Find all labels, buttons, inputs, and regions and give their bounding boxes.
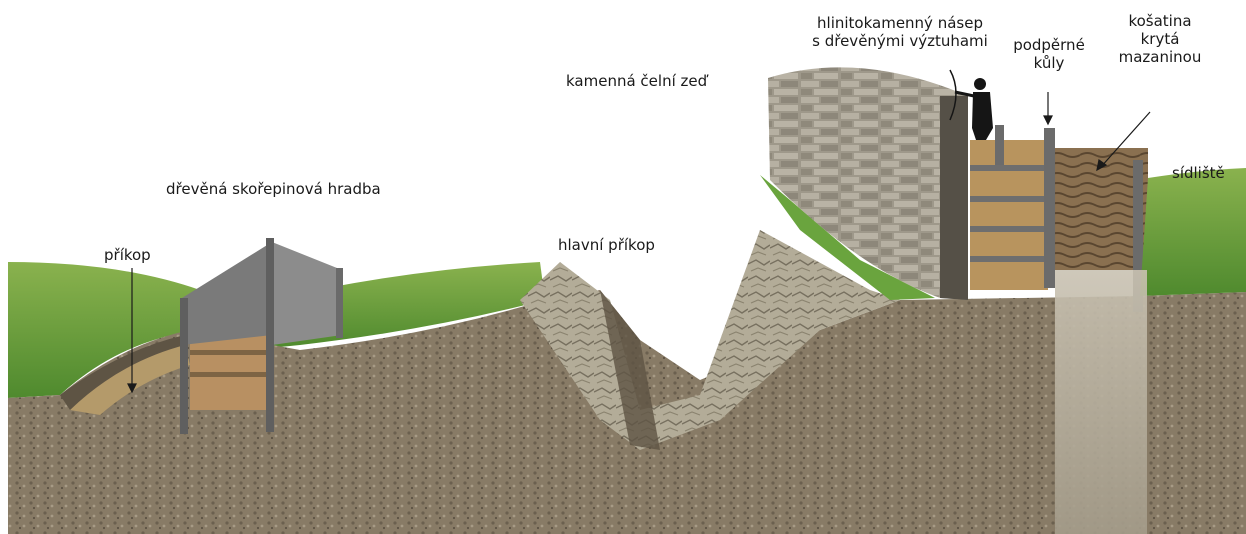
earth-stone-embankment xyxy=(970,140,1048,290)
label-hlinitokamenny-nasep-line1: hlinitokamenný násep xyxy=(810,14,990,32)
label-podperne-kuly-line2: kůly xyxy=(1004,54,1094,72)
label-sidliste: sídliště xyxy=(1172,164,1225,182)
label-kamenna-celni-zed: kamenná čelní zeď xyxy=(566,72,707,90)
label-kosatina-line3: mazaninou xyxy=(1110,48,1210,66)
label-drevena-skorepinova-hradba: dřevěná skořepinová hradba xyxy=(166,180,381,198)
label-podperne-kuly-line1: podpěrné xyxy=(1004,36,1094,54)
label-hlinitokamenny-nasep: hlinitokamenný násep s dřevěnými výztuha… xyxy=(810,14,990,50)
label-hlavni-prikop: hlavní příkop xyxy=(558,236,655,254)
label-prikop: příkop xyxy=(104,246,151,264)
label-hlinitokamenny-nasep-line2: s dřevěnými výztuhami xyxy=(810,32,990,50)
embankment-core-pillar xyxy=(1055,270,1147,534)
settlement-grass xyxy=(1140,168,1246,296)
label-kosatina: košatina krytá mazaninou xyxy=(1110,12,1210,66)
label-podperne-kuly: podpěrné kůly xyxy=(1004,36,1094,72)
label-kosatina-line2: krytá xyxy=(1110,30,1210,48)
label-kosatina-line1: košatina xyxy=(1110,12,1210,30)
